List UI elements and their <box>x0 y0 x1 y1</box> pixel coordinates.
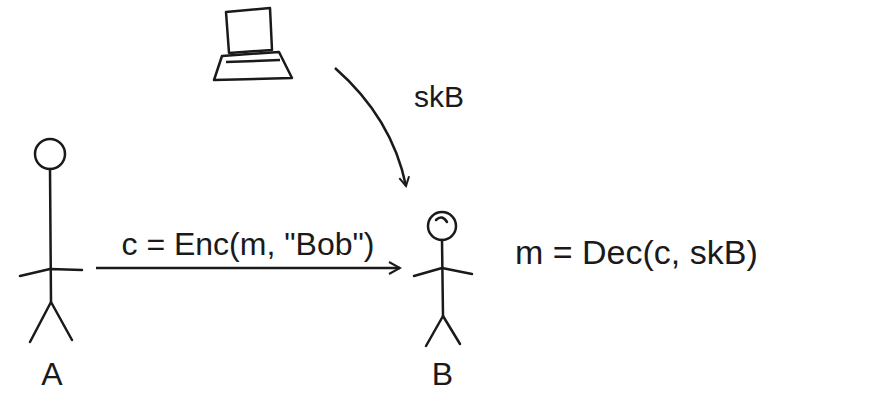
actor-name: B <box>432 357 453 392</box>
message-arrow <box>96 267 400 270</box>
actor-figure: A <box>8 130 96 392</box>
actor-figure: B <box>400 200 485 392</box>
formula-note: m = Dec(c, skB) <box>515 234 758 271</box>
actor-name: A <box>41 357 62 392</box>
laptop-icon <box>214 8 292 80</box>
stick-figure <box>8 130 96 392</box>
key-label: skB <box>414 80 464 113</box>
key-arrow <box>335 68 406 186</box>
edge-label: c = Enc(m, "Bob") <box>118 227 377 262</box>
